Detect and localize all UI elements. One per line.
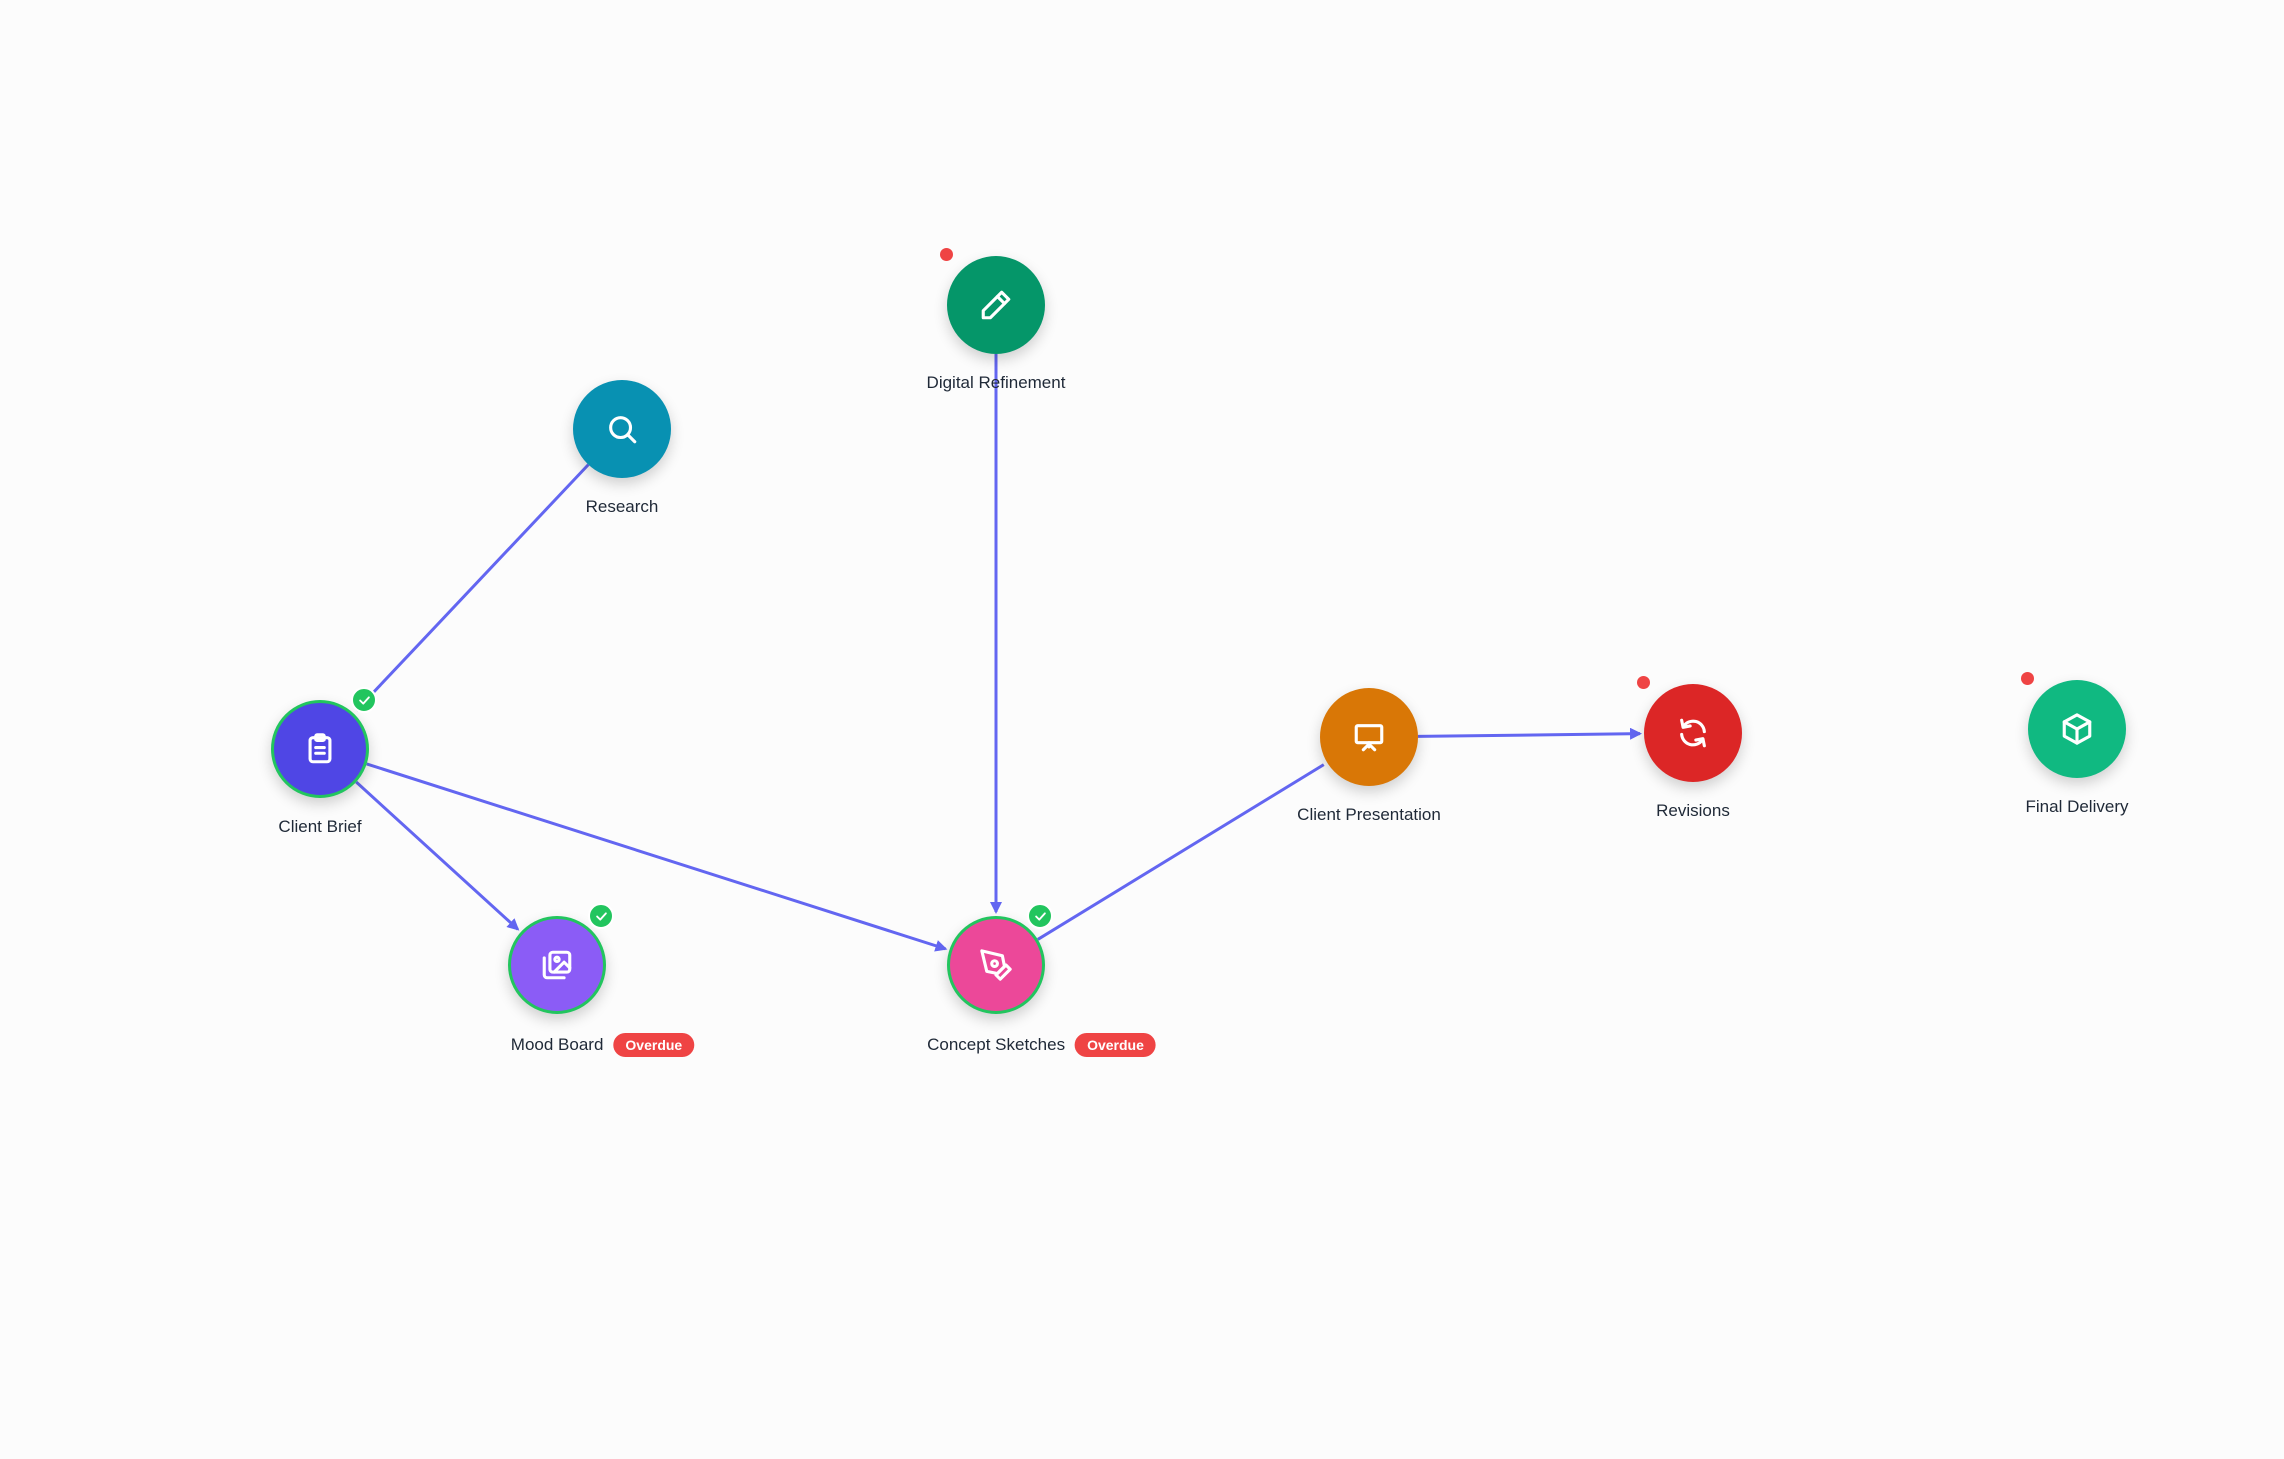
edge-client-brief-to-concept-sketches [366, 762, 948, 952]
pencil-icon [981, 290, 1011, 320]
node-label-row: Client Brief [278, 817, 361, 837]
check-icon [1027, 903, 1053, 929]
search-icon [609, 416, 637, 444]
node-label: Revisions [1656, 801, 1730, 820]
node-mood-board[interactable] [508, 916, 606, 1014]
node-digital-refinement[interactable] [947, 256, 1045, 354]
check-icon [588, 903, 614, 929]
alert-dot [2021, 672, 2034, 685]
node-label: Client Brief [278, 817, 362, 836]
node-label: Mood Board [510, 1035, 604, 1054]
alert-dot [940, 248, 953, 261]
node-label-row: Concept Sketches Overdue [927, 1033, 1156, 1057]
node-label: Concept Sketches [927, 1035, 1066, 1054]
node-label-row: Digital Refinement [927, 373, 1066, 393]
node-client-presentation[interactable] [1320, 688, 1418, 786]
refresh-icon [1680, 718, 1706, 748]
package-icon [2062, 713, 2092, 745]
node-revisions[interactable] [1644, 684, 1742, 782]
edge-research-to-client-brief [355, 463, 590, 712]
node-label-row: Mood Board Overdue [510, 1033, 695, 1057]
node-label: Research [585, 497, 659, 516]
edge-concept-sketches-to-client-presentation [1037, 763, 1325, 941]
images-icon [542, 950, 572, 980]
check-icon [351, 687, 377, 713]
clipboard-icon [308, 733, 332, 764]
node-label: Final Delivery [2025, 797, 2129, 816]
node-label-row: Research [586, 497, 659, 517]
overdue-badge: Overdue [613, 1033, 695, 1057]
node-concept-sketches[interactable] [947, 916, 1045, 1014]
node-final-delivery[interactable] [2028, 680, 2126, 778]
edge-client-brief-to-mood-board [355, 780, 520, 931]
pen-tool-icon [980, 949, 1012, 981]
node-label-row: Final Delivery [2026, 797, 2129, 817]
node-label: Client Presentation [1297, 805, 1441, 824]
node-label-row: Revisions [1656, 801, 1730, 821]
node-label: Digital Refinement [926, 373, 1066, 392]
node-client-brief[interactable] [271, 700, 369, 798]
edge-client-presentation-to-revisions [1417, 727, 1643, 740]
overdue-badge: Overdue [1075, 1033, 1156, 1057]
node-research[interactable] [573, 380, 671, 478]
node-label-row: Client Presentation [1297, 805, 1441, 825]
alert-dot [1637, 676, 1650, 689]
presentation-icon [1354, 724, 1384, 752]
